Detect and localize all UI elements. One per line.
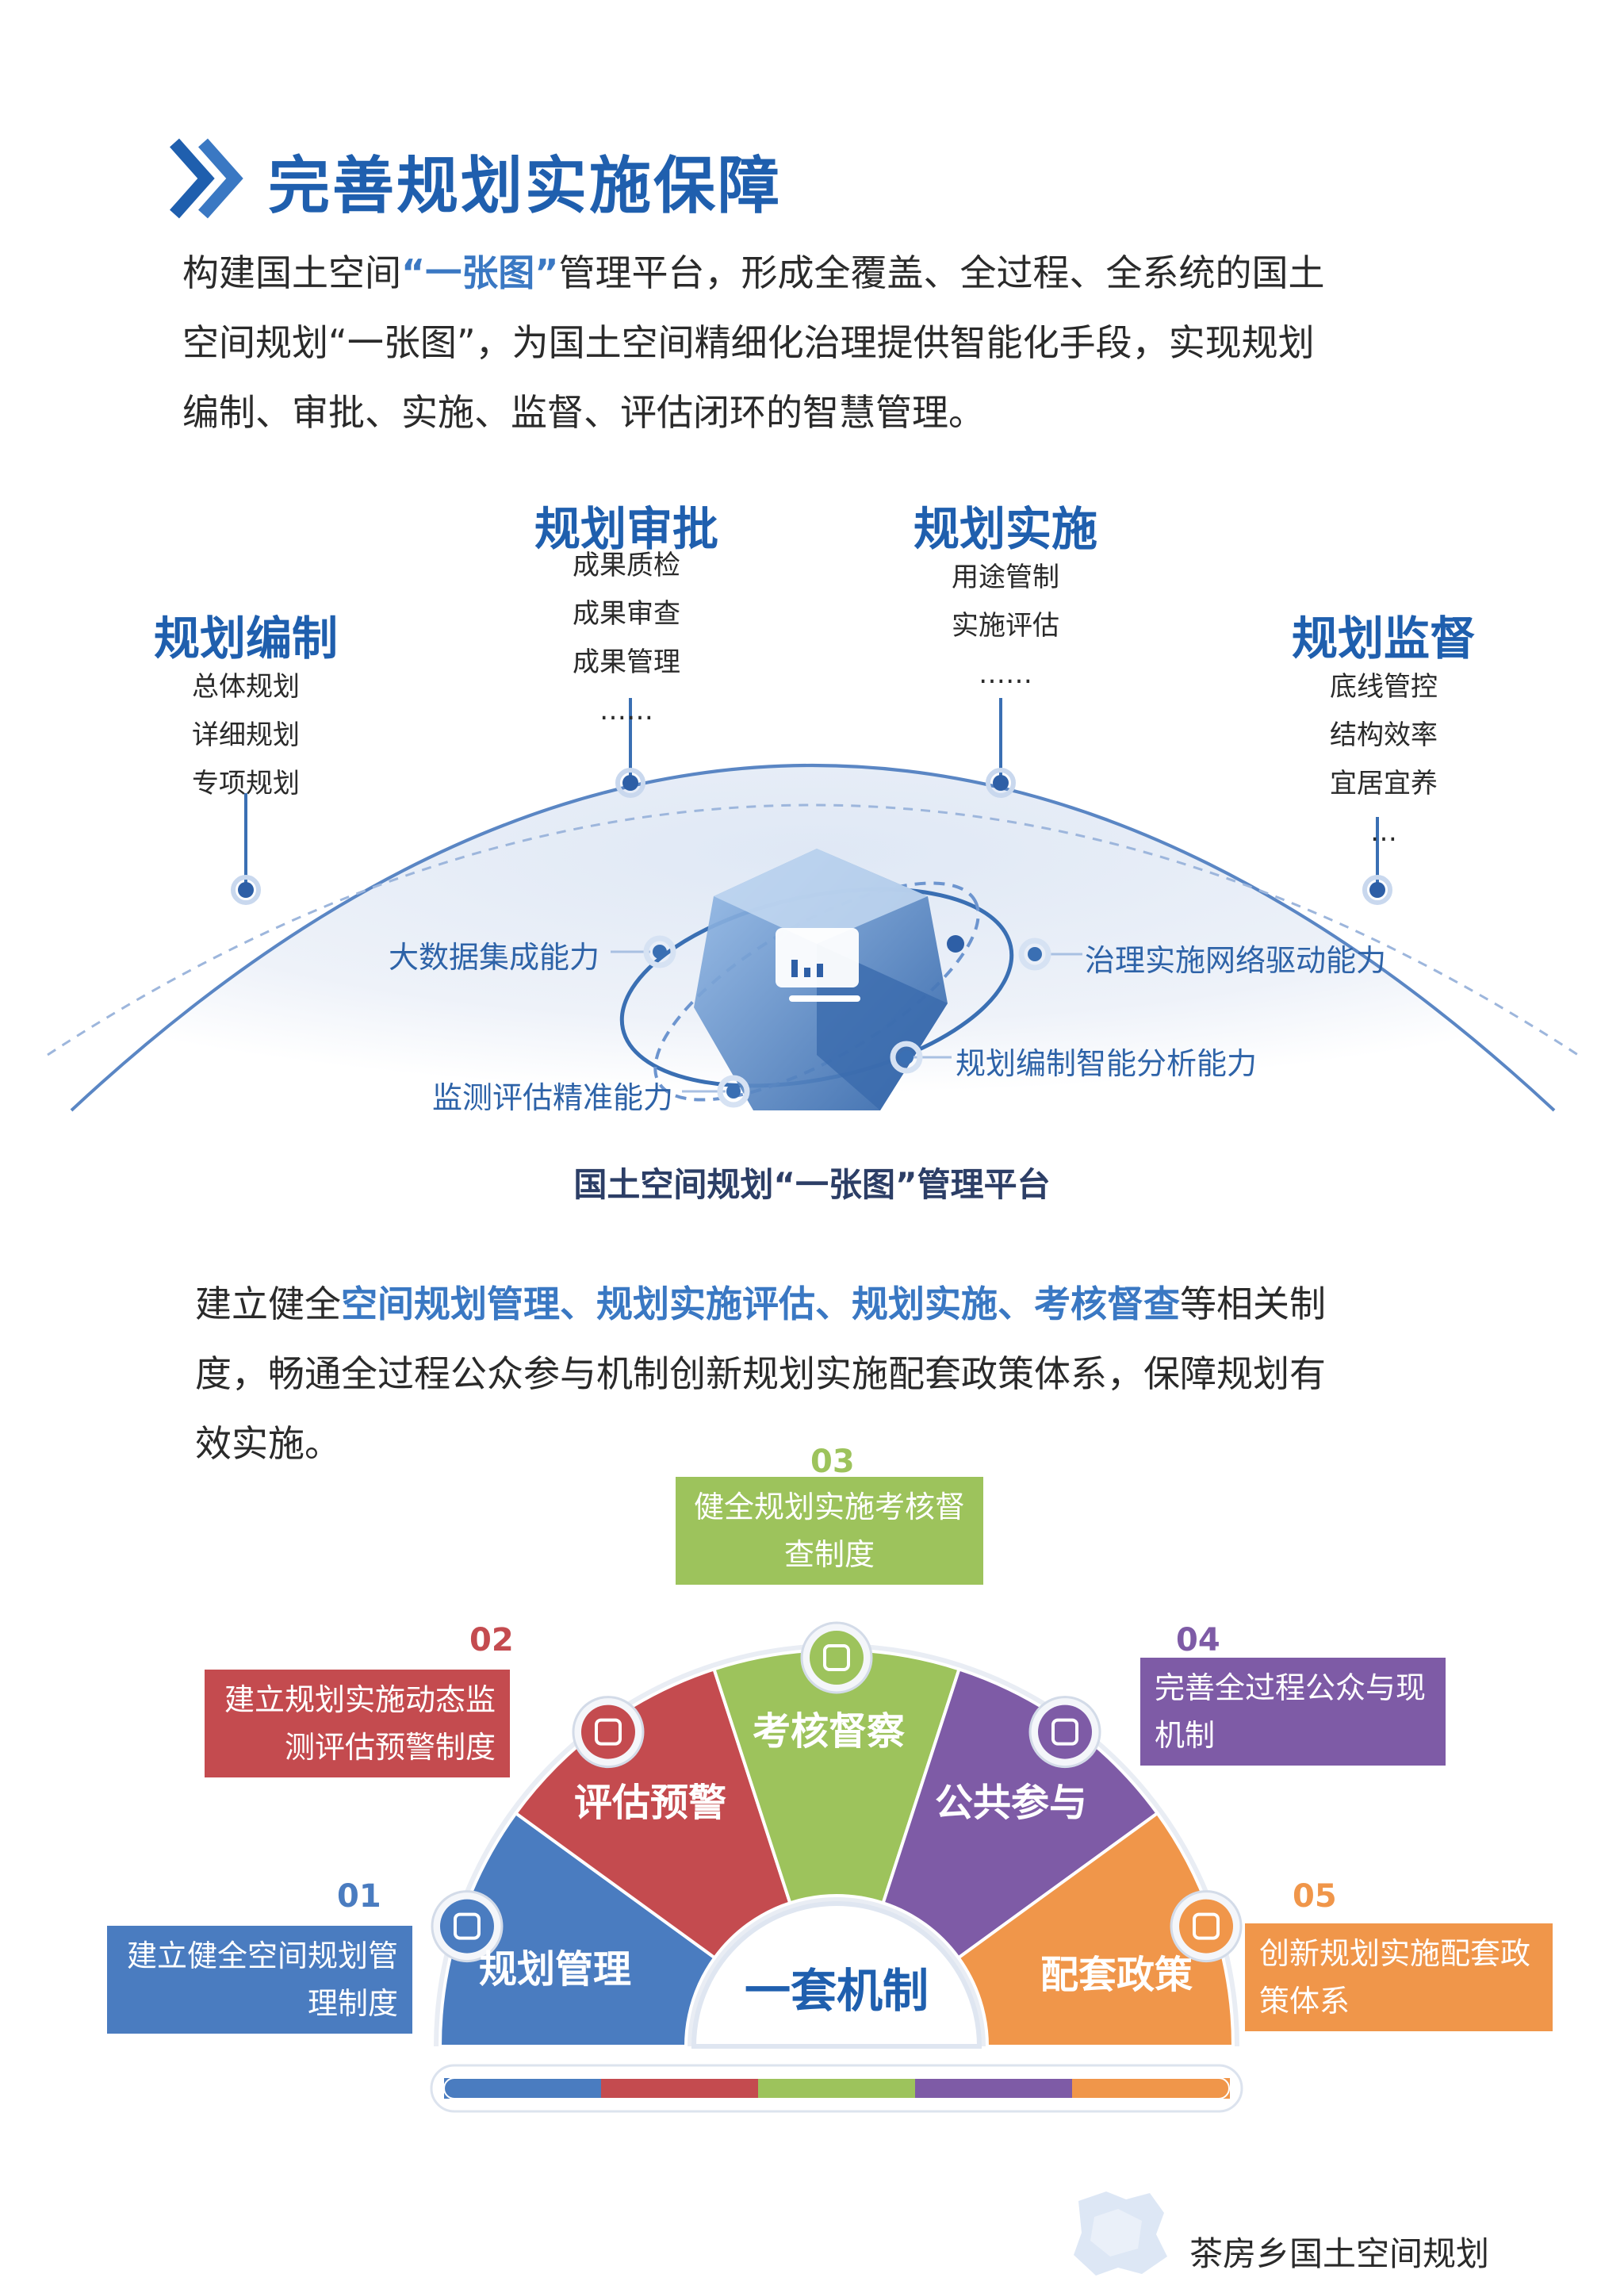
segment-number-05: 05 [1293,1878,1337,1915]
mechanism-diagram [430,1621,1243,2113]
capability-network: 治理实施网络驱动能力 [1085,943,1387,978]
category-title-supervise: 规划监督 [1291,612,1477,665]
color-bar-outline [443,2077,1230,2099]
category-title-implement: 规划实施 [913,502,1098,556]
segment-box-03: 健全规划实施考核督查制度 [676,1477,983,1585]
mechanism-center-label: 一套机制 [744,1964,929,2018]
intro-paragraph: 构建国土空间“一张图”管理平台，形成全覆盖、全过程、全系统的国土 空间规划“一张… [182,251,1325,434]
segment-label-02: 评估预警 [573,1781,727,1825]
screen-icon [776,928,860,1002]
color-bar-03 [758,2078,916,2099]
segment-box-01: 建立健全空间规划管理制度 [107,1926,412,2034]
category-title-approve: 规划审批 [534,502,719,556]
category-items-implement: 用途管制 实施评估 …… [952,562,1059,690]
segment-box-04: 完善全过程公众与现机制 [1140,1658,1446,1766]
segment-number-02: 02 [469,1622,514,1658]
face-icon [1028,1696,1101,1769]
category-title-compile: 规划编制 [153,612,339,665]
document-icon [431,1890,504,1963]
category-items-approve: 成果质检 成果审查 成果管理 …… [573,550,680,727]
clipboard-icon [800,1621,873,1694]
page-title: 完善规划实施保障 [268,151,783,222]
segment-number-01: 01 [337,1878,381,1915]
capability-monitor: 监测评估精准能力 [432,1080,674,1115]
color-bar-04 [915,2078,1073,2099]
platform-diagram [47,698,1579,1112]
segment-number-04: 04 [1176,1622,1220,1658]
segment-label-05: 配套政策 [1040,1953,1193,1997]
mechanism-hub [691,1901,982,2049]
alarm-clock-icon [572,1696,645,1769]
segment-label-03: 考核督察 [752,1709,906,1754]
calendar-icon [1170,1890,1243,1963]
category-items-compile: 总体规划 详细规划 专项规划 [192,671,300,799]
color-bar-01 [444,2078,602,2099]
platform-name: 国土空间规划“一张图”管理平台 [573,1165,1051,1204]
capability-analysis: 规划编制智能分析能力 [956,1046,1258,1081]
chevron-icon [170,138,243,219]
color-bar-05 [1072,2078,1230,2099]
mechanism-segment-03 [711,1648,962,1905]
capability-big-data: 大数据集成能力 [389,940,600,975]
segment-box-02: 建立规划实施动态监测评估预警制度 [205,1670,510,1777]
segment-number-03: 03 [810,1444,855,1480]
map-icon [1074,2191,1167,2276]
segment-box-05: 创新规划实施配套政策体系 [1245,1923,1553,2031]
color-bar-02 [601,2078,759,2099]
mechanism-segment-01 [438,1811,718,2048]
footer-title: 茶房乡国土空间规划 [1189,2234,1490,2273]
category-items-supervise: 底线管控 结构效率 宜居宜养 … [1330,671,1438,848]
system-paragraph: 建立健全空间规划管理、规划实施评估、规划实施、考核督查等相关制 度，畅通全过程公… [195,1283,1326,1465]
mechanism-segment-05 [956,1811,1235,2048]
segment-label-01: 规划管理 [478,1947,632,1992]
segment-label-04: 公共参与 [934,1781,1088,1825]
